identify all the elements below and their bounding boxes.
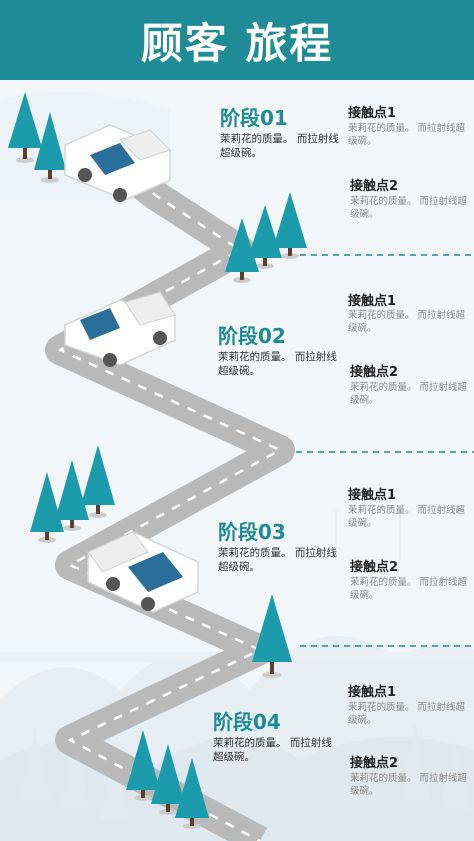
stage-1-touchpoint-2-title: 接触点2 xyxy=(350,179,399,194)
truck-3 xyxy=(87,531,199,613)
stage-2-title: 阶段02 xyxy=(218,324,286,348)
stage-3-touchpoint-2-desc: 茉莉花的质量。 而拉射线超级碗。 xyxy=(350,577,468,601)
stage-1-touchpoint-1-title: 接触点1 xyxy=(348,106,397,121)
tree-group-2 xyxy=(225,192,307,283)
stage-1-touchpoint-1-desc: 茉莉花的质量。 而拉射线超级碗。 xyxy=(348,123,466,147)
road xyxy=(45,148,295,841)
stage-separators xyxy=(285,254,474,647)
tree-group-1 xyxy=(8,92,66,183)
truck-2 xyxy=(64,291,176,367)
tree-group-3 xyxy=(30,445,115,543)
stage-3-title: 阶段03 xyxy=(218,520,286,544)
stage-2-touchpoint-2-title: 接触点2 xyxy=(350,365,399,380)
truck-1 xyxy=(64,124,171,202)
stage-3-touchpoint-1-desc: 茉莉花的质量。 而拉射线超级碗。 xyxy=(348,505,466,529)
wind-turbines xyxy=(335,505,401,560)
tree-group-5 xyxy=(126,730,209,829)
stage-2-touchpoint-1-title: 接触点1 xyxy=(348,294,397,309)
stage-4-touchpoint-2-title: 接触点2 xyxy=(350,756,399,771)
stage-4-title: 阶段04 xyxy=(213,710,281,734)
journey-illustration xyxy=(0,92,474,841)
stage-4-touchpoint-2-desc: 茉莉花的质量。 而拉射线超级碗。 xyxy=(350,773,468,797)
page-title: 顾客 旅程 xyxy=(140,18,334,68)
stage-3-desc: 茉莉花的质量。 而拉射线超级碗。 xyxy=(218,547,337,573)
stage-3-touchpoint-1-title: 接触点1 xyxy=(348,488,397,503)
stage-1-desc: 茉莉花的质量。 而拉射线超级碗。 xyxy=(220,133,339,159)
stage-4-desc: 茉莉花的质量。 而拉射线超级碗。 xyxy=(213,737,332,763)
stage-4-touchpoint-1-title: 接触点1 xyxy=(348,685,397,700)
stage-3-touchpoint-2-title: 接触点2 xyxy=(350,560,399,575)
stage-4-touchpoint-1-desc: 茉莉花的质量。 而拉射线超级碗。 xyxy=(348,702,466,726)
stage-2-touchpoint-1-desc: 茉莉花的质量。 而拉射线超级碗。 xyxy=(348,310,466,334)
stage-1-touchpoint-2-desc: 茉莉花的质量。 而拉射线超级碗。 xyxy=(350,196,468,220)
stage-2-desc: 茉莉花的质量。 而拉射线超级碗。 xyxy=(218,351,337,377)
tree-group-4 xyxy=(252,594,292,678)
header: 顾客 旅程 xyxy=(0,0,474,80)
stage-2-touchpoint-2-desc: 茉莉花的质量。 而拉射线超级碗。 xyxy=(350,382,468,406)
stage-1-title: 阶段01 xyxy=(220,106,288,130)
